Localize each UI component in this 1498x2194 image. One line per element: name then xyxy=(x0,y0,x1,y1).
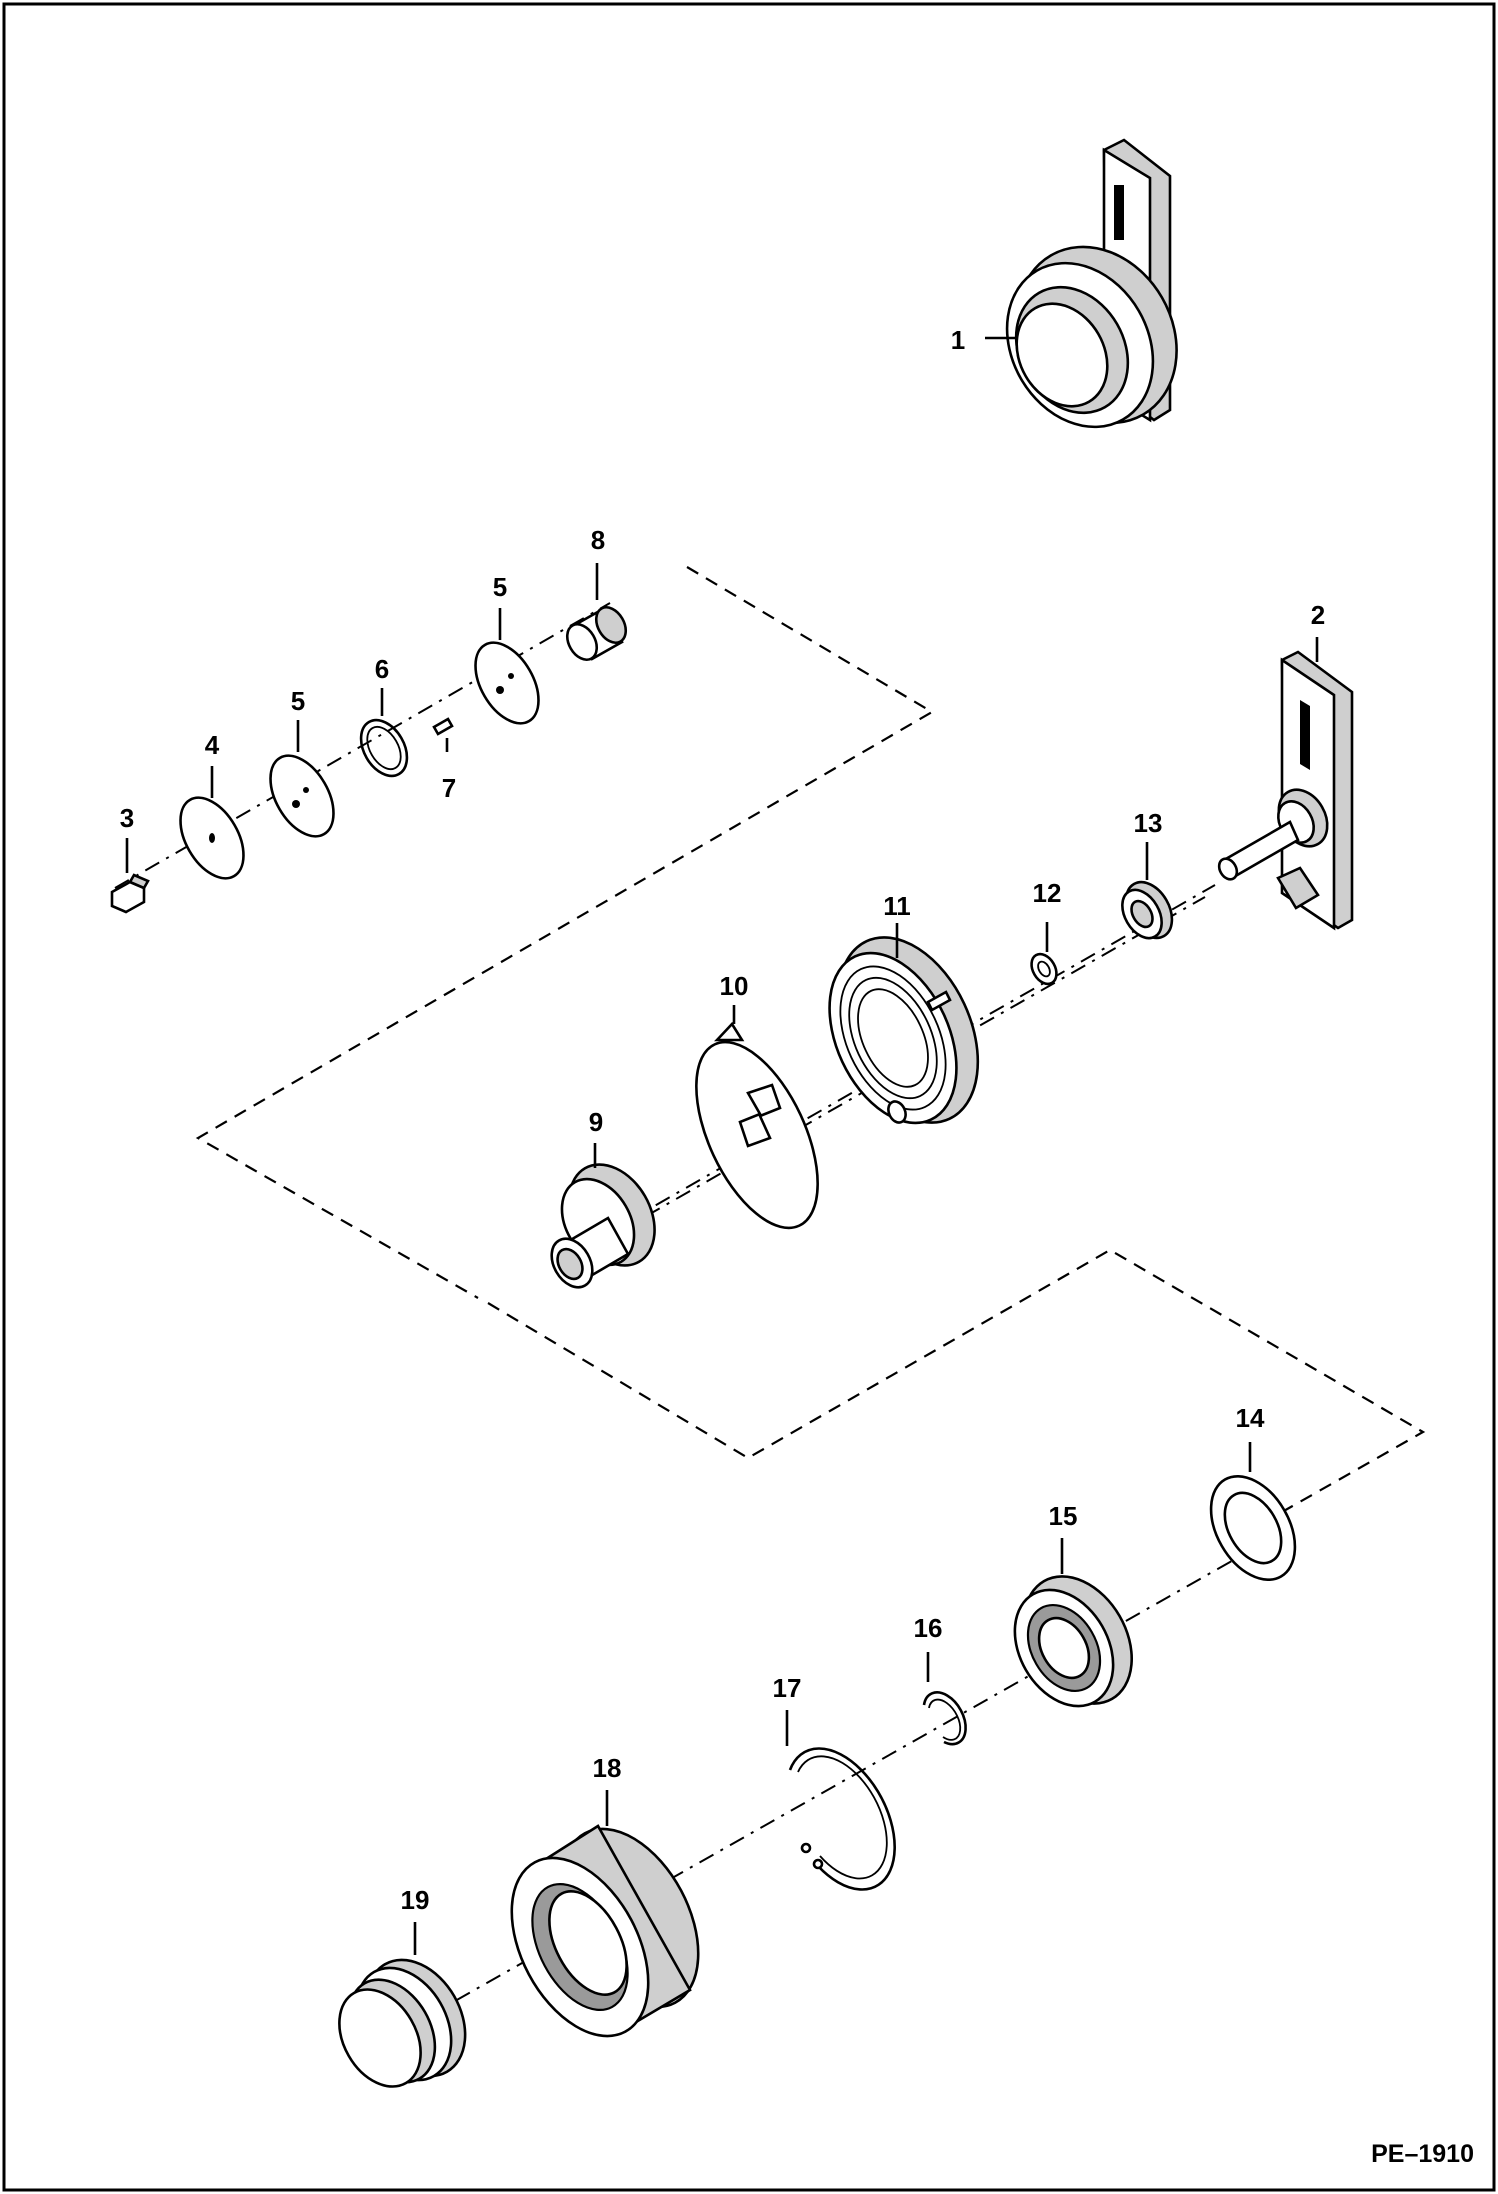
part-4-washer xyxy=(179,796,245,880)
part-7-pin xyxy=(432,717,454,736)
part-12-small-washer xyxy=(1030,952,1058,986)
callout-9: 9 xyxy=(589,1107,603,1137)
leader-lines xyxy=(125,336,1319,1955)
callout-19: 19 xyxy=(401,1885,430,1915)
part-5-plate-a xyxy=(269,754,335,838)
part-2-bracket-shaft xyxy=(1217,650,1354,931)
part-10-tab-plate xyxy=(695,1021,819,1230)
part-19-end-cap xyxy=(338,1958,467,2088)
drawing-code: PE–1910 xyxy=(1371,2140,1474,2168)
callout-5a: 5 xyxy=(291,686,305,716)
part-6-ring xyxy=(359,718,409,778)
callout-labels: 1 2 3 4 5 5 6 7 8 9 10 11 12 13 14 15 16… xyxy=(120,325,1325,1915)
part-8-bushing xyxy=(565,606,628,661)
callout-7: 7 xyxy=(442,773,456,803)
part-14-thrust-washer xyxy=(1209,1474,1297,1582)
part-9-hub xyxy=(550,1163,656,1289)
part-5-plate-b xyxy=(474,641,540,725)
callout-11: 11 xyxy=(883,891,911,921)
assembly-outline-upper xyxy=(195,566,935,1299)
callout-3: 3 xyxy=(120,803,134,833)
part-15-ball-bearing xyxy=(1013,1575,1134,1708)
part-16-snap-ring xyxy=(922,1691,967,1746)
callout-6: 6 xyxy=(375,654,389,684)
part-18-roller xyxy=(510,1824,700,2038)
callout-13: 13 xyxy=(1134,808,1163,838)
callout-16: 16 xyxy=(914,1613,943,1643)
callout-14: 14 xyxy=(1236,1403,1265,1433)
callout-17: 17 xyxy=(773,1673,802,1703)
assembly-outline-lower xyxy=(487,1248,1426,1513)
callout-1: 1 xyxy=(951,325,965,355)
part-13-seal xyxy=(1121,880,1174,940)
part-17-retaining-ring xyxy=(788,1747,896,1891)
callout-10: 10 xyxy=(720,971,749,1001)
callout-2: 2 xyxy=(1311,600,1325,630)
callout-5b: 5 xyxy=(493,572,507,602)
callout-4: 4 xyxy=(205,730,220,760)
callout-8: 8 xyxy=(591,525,605,555)
callout-15: 15 xyxy=(1049,1501,1078,1531)
callout-18: 18 xyxy=(593,1753,622,1783)
part-1-bearing-housing xyxy=(1005,138,1178,429)
callout-12: 12 xyxy=(1033,878,1062,908)
part-11-spring-housing xyxy=(828,936,980,1125)
part-3-bolt xyxy=(110,873,150,914)
